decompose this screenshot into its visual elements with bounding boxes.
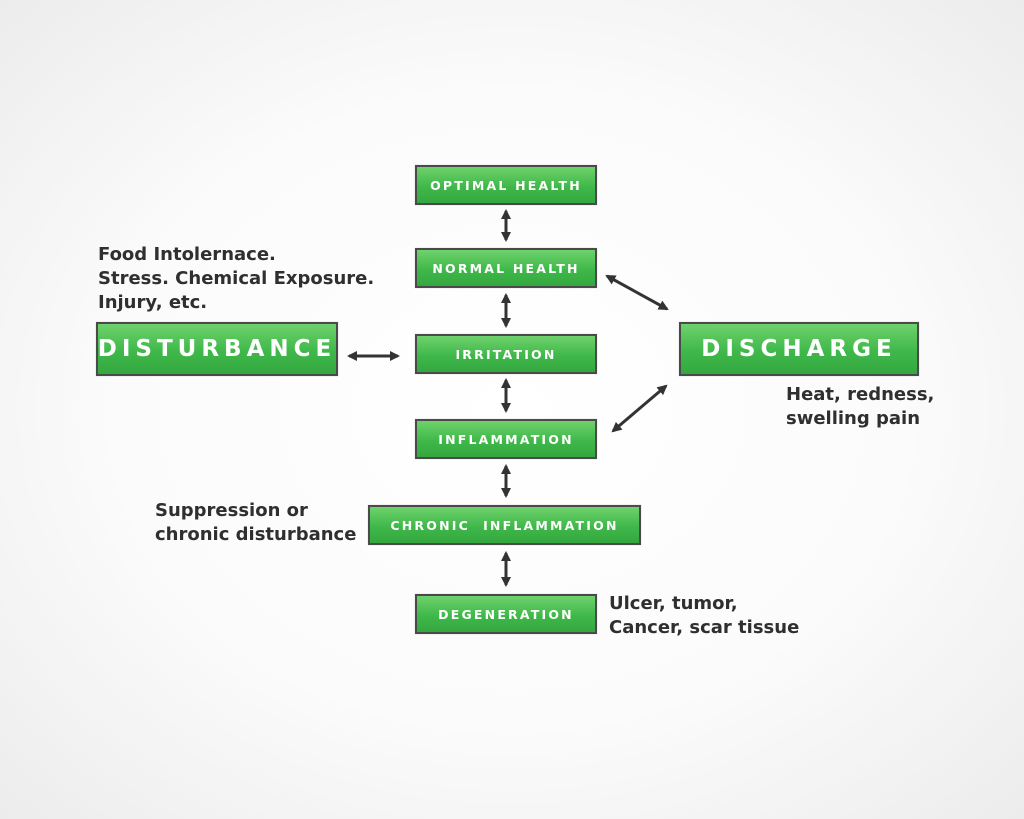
note-line: Cancer, scar tissue [609, 617, 800, 638]
node-discharge: DISCHARGE [679, 322, 919, 376]
note-discharge-symptoms: Heat, redness, swelling pain [786, 383, 934, 431]
note-line: swelling pain [786, 408, 921, 429]
note-line: Suppression or [155, 500, 308, 521]
node-disturbance: DISTURBANCE [96, 322, 338, 376]
node-optimal-health: OPTIMAL HEALTH [415, 165, 597, 205]
node-degeneration: DEGENERATION [415, 594, 597, 634]
note-line: Injury, etc. [98, 292, 208, 313]
node-normal-health: NORMAL HEALTH [415, 248, 597, 288]
note-line: Stress. Chemical Exposure. [98, 268, 375, 289]
note-line: Food Intolernace. [98, 244, 276, 265]
arrow-normal-discharge [605, 274, 669, 311]
node-chronic-inflammation: CHRONIC INFLAMMATION [368, 505, 641, 545]
node-irritation: IRRITATION [415, 334, 597, 374]
note-line: Ulcer, tumor, [609, 593, 738, 614]
note-line: chronic disturbance [155, 524, 357, 545]
note-degeneration-outcomes: Ulcer, tumor, Cancer, scar tissue [609, 592, 799, 640]
node-inflammation: INFLAMMATION [415, 419, 597, 459]
arrow-inflammation-discharge [611, 384, 668, 433]
note-line: Heat, redness, [786, 384, 935, 405]
note-disturbance-causes: Food Intolernace. Stress. Chemical Expos… [98, 243, 374, 315]
note-chronic-causes: Suppression or chronic disturbance [155, 499, 356, 547]
